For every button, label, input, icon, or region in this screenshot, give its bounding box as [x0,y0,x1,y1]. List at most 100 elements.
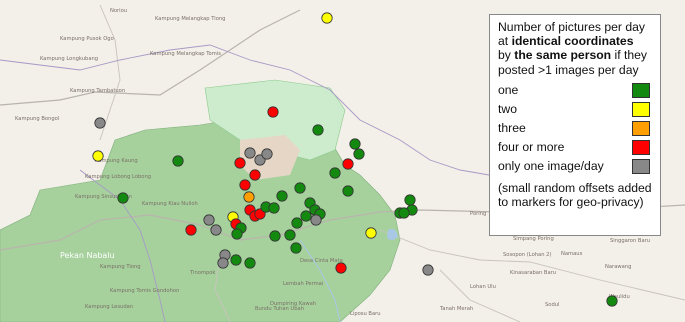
picture-marker[interactable] [321,12,333,24]
picture-marker[interactable] [300,210,312,222]
picture-marker[interactable] [239,179,251,191]
picture-marker[interactable] [203,214,215,226]
picture-marker[interactable] [312,124,324,136]
place-label: Kampung Pusok Ogo [60,36,114,42]
place-label: Kampung Tambatuon [70,88,125,94]
park-area [0,117,401,322]
place-label: Sodul [545,302,560,308]
place-label: Kampung Kaung [95,158,138,164]
place-label: Kampung Tomis Gondohon [110,288,179,294]
picture-marker[interactable] [353,148,365,160]
place-label: Kampung Sinsuringan [75,194,132,200]
place-label: Noriou [110,8,127,14]
picture-marker[interactable] [291,217,303,229]
legend-item-three: three [498,119,652,138]
picture-marker[interactable] [261,148,273,160]
legend-swatch-only-one-image [632,158,650,174]
road [379,229,685,301]
picture-marker[interactable] [117,192,129,204]
place-label: Liposu Baru [350,311,381,317]
river [299,239,341,322]
picture-marker[interactable] [335,262,347,274]
place-label: Tinompok [189,270,215,276]
picture-marker[interactable] [329,167,341,179]
picture-marker[interactable] [217,257,229,269]
picture-marker[interactable] [310,214,322,226]
legend-item-label: three [498,120,526,135]
legend-item-four-or-more: four or more [498,138,652,157]
picture-marker[interactable] [172,155,184,167]
picture-marker[interactable] [342,185,354,197]
picture-marker[interactable] [290,242,302,254]
legend-swatch-one [632,82,650,98]
picture-marker[interactable] [284,229,296,241]
legend-item-label: only one image/day [498,158,604,173]
picture-marker[interactable] [267,106,279,118]
picture-marker[interactable] [422,264,434,276]
place-label: Kinasaraban Baru [510,270,556,276]
place-label: Simpang Poring [513,236,554,242]
legend-title-line1: Number of pictures per day [498,20,645,34]
boundary-line [0,44,490,176]
picture-marker[interactable] [365,227,377,239]
legend-title-line4: posted >1 images per day [498,62,639,77]
legend-swatch-three [632,120,650,136]
picture-marker[interactable] [243,191,255,203]
picture-marker[interactable] [268,202,280,214]
picture-marker[interactable] [244,257,256,269]
place-label: Kampung Tiong [100,264,141,270]
picture-marker[interactable] [234,157,246,169]
legend-item-only-one-image: only one image/day [498,157,652,176]
place-label: Desa Cinta Mata [300,258,343,264]
picture-marker[interactable] [404,194,416,206]
picture-marker[interactable] [398,207,410,219]
picture-marker[interactable] [230,254,242,266]
picture-marker[interactable] [244,147,256,159]
place-label: Kampung Longkubang [40,56,98,62]
picture-marker[interactable] [606,295,618,307]
road [99,4,121,141]
place-label: Kampung Melangkap Tiong [155,16,225,22]
place-label: Poring [470,211,486,217]
place-label: Lohan Ulu [470,284,496,290]
picture-marker[interactable] [249,169,261,181]
place-label: Singgaron Baru [610,238,650,244]
place-label: Dumpiring Kawah [270,301,316,307]
road [0,9,301,106]
place-label: Bundu Tuhan Ubah [255,306,304,312]
legend-title-line3-bold: the same person [514,48,612,63]
place-label: Namaus [561,251,583,257]
picture-marker[interactable] [210,224,222,236]
road [439,269,521,322]
place-label: Kampung Lobong Lobong [85,174,151,180]
place-label: Kampung Melangkap Tomis [150,51,221,57]
legend-title-line3-suffix: if they [611,48,648,63]
place-label: Kampung Bongol [15,116,59,122]
place-label: Kampung Lesudan [85,304,133,310]
road [214,254,231,322]
picture-marker[interactable] [94,117,106,129]
picture-marker[interactable] [276,190,288,202]
picture-marker[interactable] [231,228,243,240]
legend-note-line2: to markers for geo-privacy) [498,195,644,210]
legend-title-line2-prefix: at [498,34,512,49]
picture-marker[interactable] [349,138,361,150]
picture-marker[interactable] [294,182,306,194]
picture-marker[interactable] [92,150,104,162]
legend-item-one: one [498,81,652,100]
picture-marker[interactable] [342,158,354,170]
legend-swatch-four-or-more [632,139,650,155]
lake [387,228,398,241]
legend-swatch-two [632,101,650,117]
legend-item-label: two [498,101,517,116]
legend-note-line1: (small random offsets added [498,180,652,195]
picture-marker[interactable] [185,224,197,236]
legend-item-label: four or more [498,139,565,154]
picture-markers [92,12,618,307]
picture-marker[interactable] [269,230,281,242]
place-label: Lembah Permai [283,281,323,287]
place-label: Waulidu [609,294,630,300]
place-label: Kampung Kiau Nulioh [142,201,198,207]
